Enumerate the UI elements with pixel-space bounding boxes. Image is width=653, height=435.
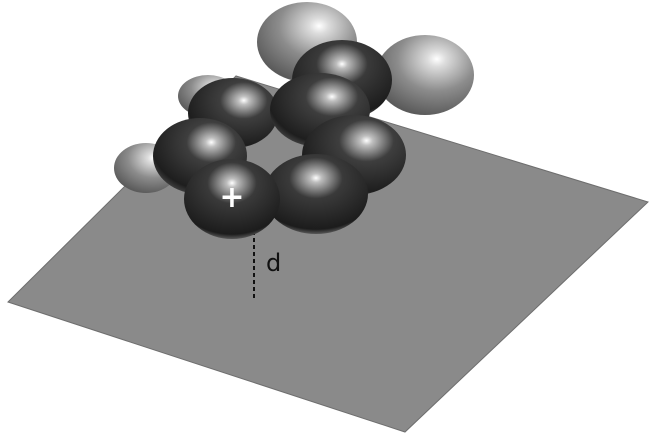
- dark-sphere-front-left-marked: [184, 159, 280, 239]
- dark-sphere-front-right: [264, 154, 368, 234]
- position-marker: +: [219, 180, 244, 215]
- light-sphere-right: [376, 35, 474, 115]
- distance-label: d: [266, 249, 281, 277]
